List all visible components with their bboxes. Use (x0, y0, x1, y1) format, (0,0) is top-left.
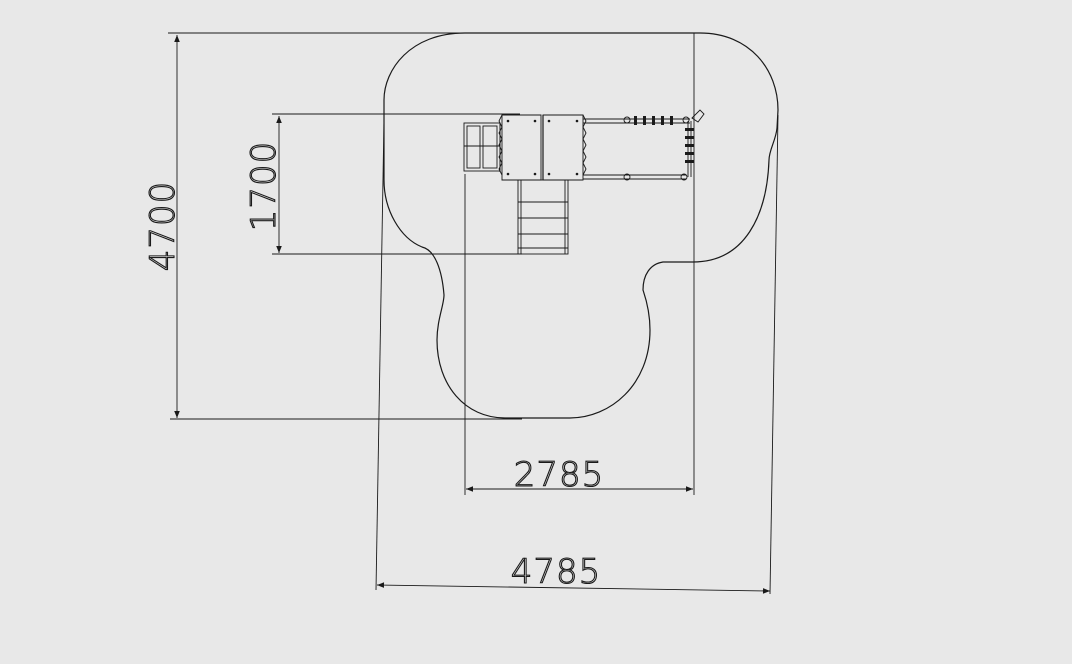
dim-line-overall-width (376, 582, 771, 594)
climbing-frame (583, 109, 705, 181)
rungs (634, 116, 694, 163)
safety-zone-outline (383, 32, 779, 419)
stairs (517, 179, 569, 255)
extension-lines (168, 32, 779, 595)
dim-label-equipment-width: 2785 (514, 455, 605, 495)
tower-platform-2 (542, 114, 587, 181)
dim-label-overall-width: 4785 (511, 552, 602, 592)
play-equipment (463, 109, 705, 255)
bench-module (463, 122, 501, 172)
dim-label-overall-height: 4700 (143, 181, 183, 272)
dimension-lines (174, 35, 771, 594)
dim-label-equipment-depth: 1700 (244, 141, 284, 232)
tower-platform-1 (498, 114, 542, 181)
